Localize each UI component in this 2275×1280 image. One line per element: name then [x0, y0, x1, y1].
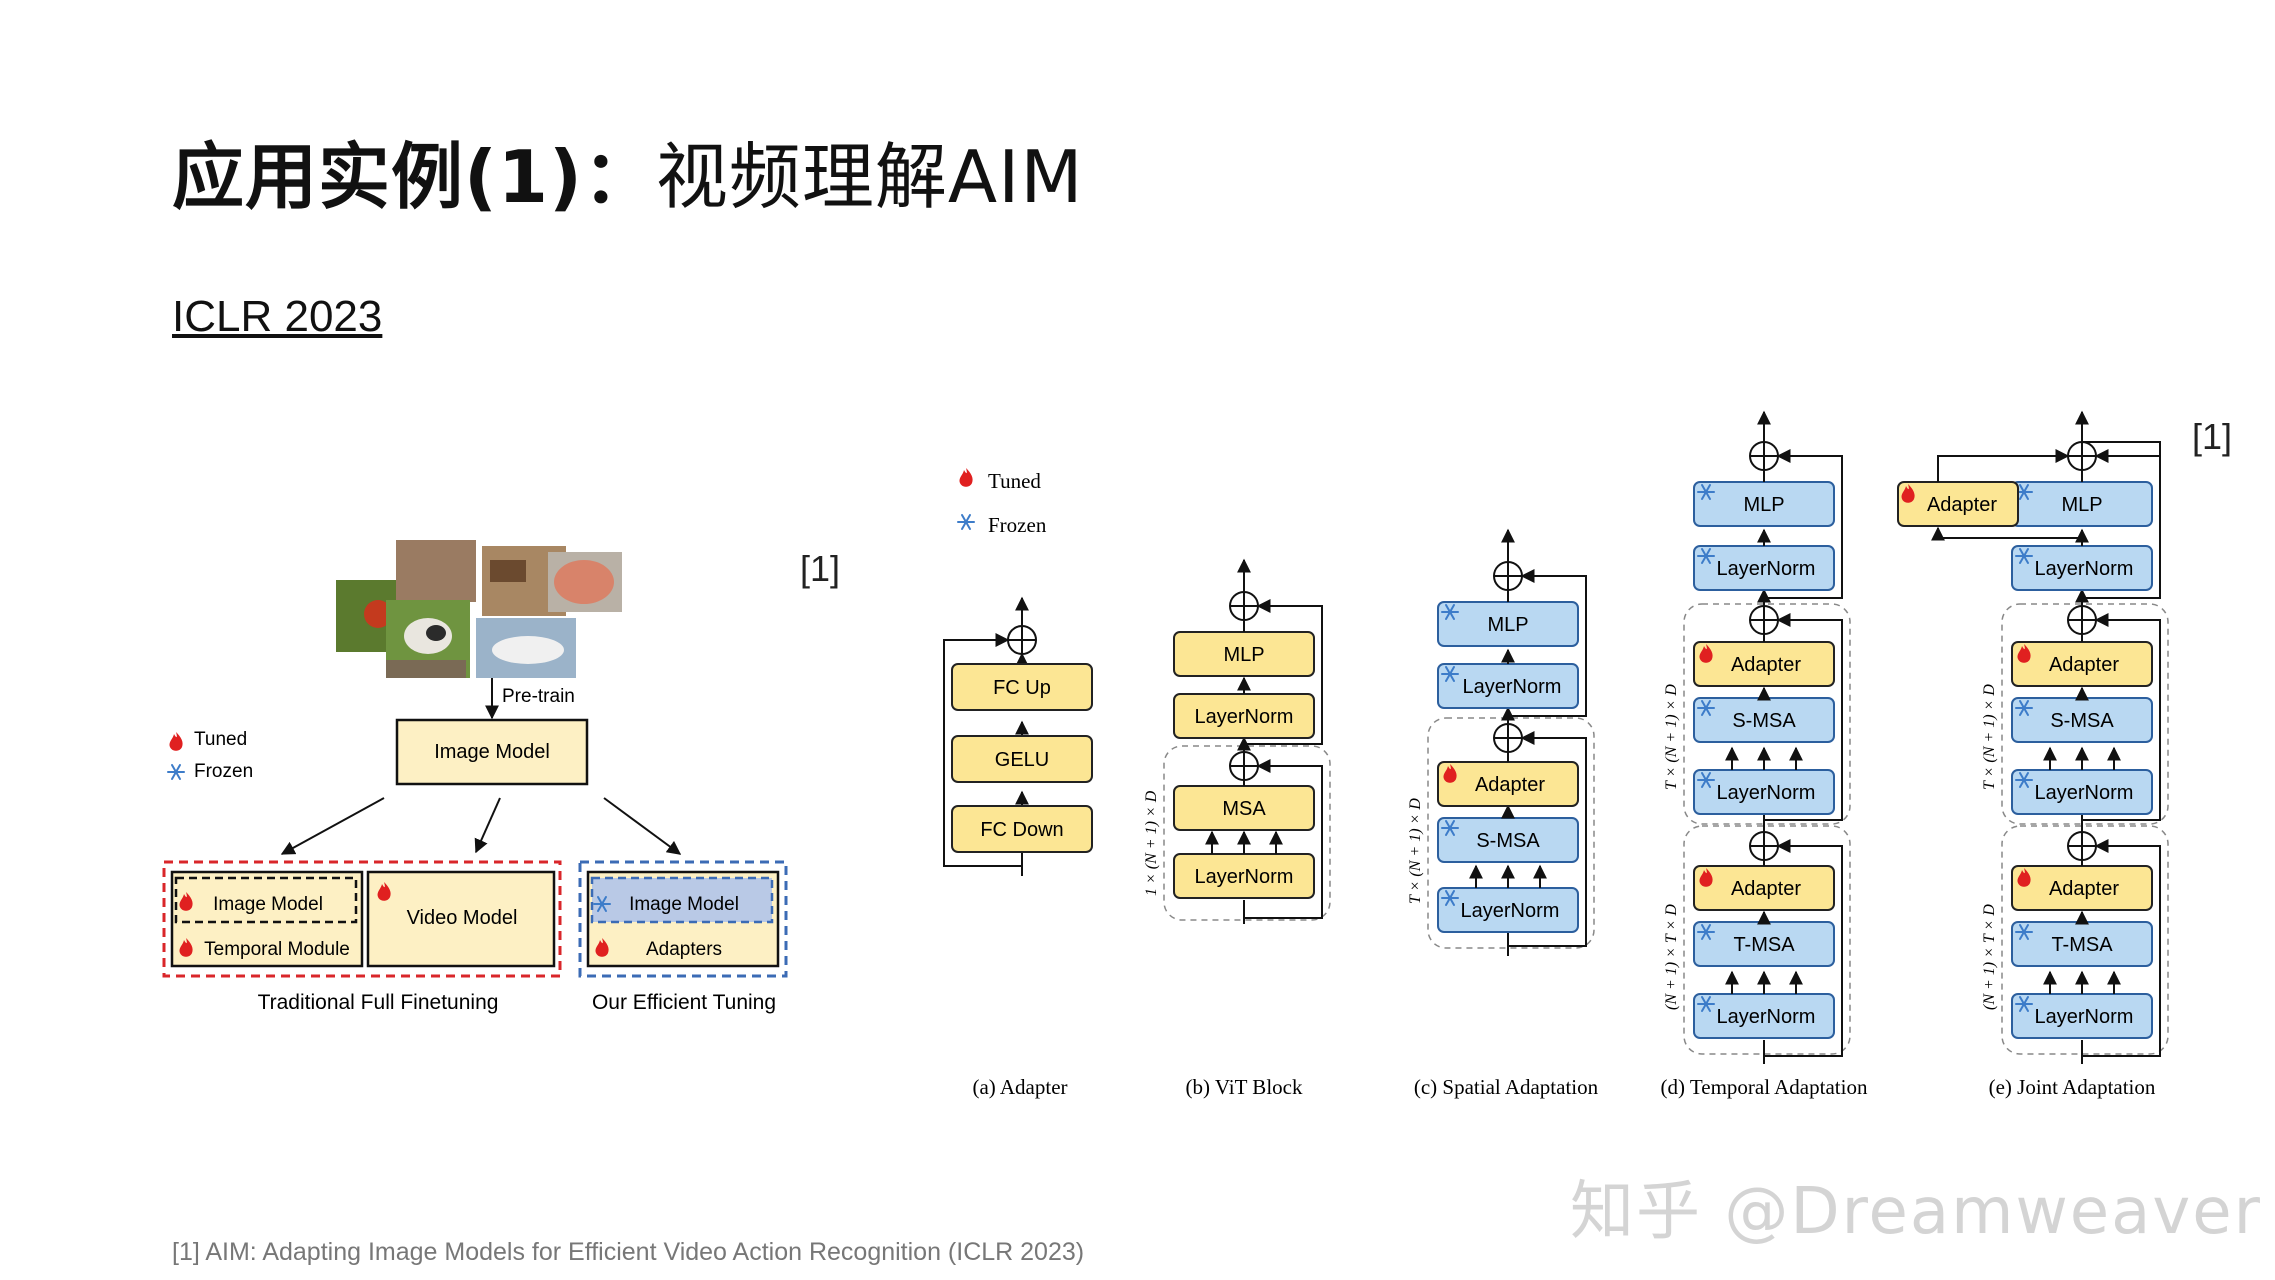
a-fc-up: FC Up [993, 677, 1051, 699]
d-adapter-mid: Adapter [1731, 654, 1801, 676]
c-side-label: T × (N + 1) × D [1407, 798, 1424, 904]
c-caption: (c) Spatial Adaptation [1414, 1075, 1599, 1099]
d-layernorm-low: LayerNorm [1717, 1006, 1816, 1028]
title-bold-part: 应用实例(1)： [172, 135, 656, 219]
panel-a-adapter: FC Up GELU FC Down (a) Adapter [943, 596, 1093, 1099]
left-legend-tuned: Tuned [194, 729, 247, 750]
pretrain-label: Pre-train [502, 686, 575, 707]
b-side-label: 1 × (N + 1) × D [1143, 790, 1160, 896]
a-fc-down: FC Down [980, 819, 1063, 841]
e-layernorm-low: LayerNorm [2035, 1006, 2134, 1028]
d-side-label-upper: T × (N + 1) × D [1663, 684, 1680, 790]
d-side-label-lower: (N + 1) × T × D [1663, 904, 1680, 1010]
slide-title: 应用实例(1)：视频理解AIM [172, 118, 1084, 223]
a-caption: (a) Adapter [972, 1075, 1067, 1099]
b-caption: (b) ViT Block [1186, 1075, 1303, 1099]
e-adapter-mid: Adapter [2049, 654, 2119, 676]
d-layernorm-mid: LayerNorm [1717, 782, 1816, 804]
video-model: Video Model [407, 907, 518, 929]
a-gelu: GELU [995, 749, 1049, 771]
e-side-label-upper: T × (N + 1) × D [1981, 684, 1998, 790]
right-figure: Tuned Frozen FC Up GELU FC Down (a) Adap… [943, 410, 2169, 1099]
e-side-label-lower: (N + 1) × T × D [1981, 904, 1998, 1010]
panel-e-joint: LayerNorm T-MSA Adapter LayerNorm S-MSA [1897, 410, 2169, 1099]
d-smsa: S-MSA [1732, 710, 1796, 732]
d-layernorm-top: LayerNorm [1717, 558, 1816, 580]
d-mlp: MLP [1743, 494, 1784, 516]
adapters-label: Adapters [646, 939, 722, 960]
traditional-finetuning-group [162, 860, 562, 978]
pretrained-image-model-label: Image Model [434, 741, 550, 763]
right-legend-tuned: Tuned [988, 469, 1041, 493]
panel-d-temporal: LayerNorm T-MSA Adapter LayerNorm S-MSA [1661, 410, 1868, 1099]
e-layernorm-top: LayerNorm [2035, 558, 2134, 580]
left-figure: Pre-train Tuned Frozen Image Model Image… [162, 540, 788, 1014]
efficient-image-model: Image Model [629, 894, 739, 915]
e-mlp: MLP [2061, 494, 2102, 516]
reference-mark-left: [1] [800, 548, 841, 589]
e-tmsa: T-MSA [2051, 934, 2113, 956]
e-layernorm-mid: LayerNorm [2035, 782, 2134, 804]
efficient-tuning-group [578, 860, 788, 978]
e-adapter-low: Adapter [2049, 878, 2119, 900]
traditional-image-model: Image Model [213, 894, 323, 915]
c-layernorm-top: LayerNorm [1463, 676, 1562, 698]
temporal-module: Temporal Module [204, 939, 350, 960]
c-adapter: Adapter [1475, 774, 1545, 796]
panel-c-spatial: LayerNorm S-MSA Adapter LayerNorm MLP [1407, 528, 1599, 1099]
b-msa: MSA [1222, 798, 1266, 820]
c-mlp: MLP [1487, 614, 1528, 636]
c-layernorm-bottom: LayerNorm [1461, 900, 1560, 922]
pretrained-image-model-box [395, 718, 589, 786]
e-caption: (e) Joint Adaptation [1989, 1075, 2156, 1099]
d-caption: (d) Temporal Adaptation [1661, 1075, 1868, 1099]
reference-mark-right: [1] [2192, 416, 2233, 457]
title-light-part: 视频理解AIM [655, 135, 1084, 219]
left-legend-frozen: Frozen [194, 761, 253, 782]
pretrain-image-collage [336, 540, 622, 678]
panel-b-vit-block: LayerNorm MSA LayerNorm MLP 1 × (N + 1) … [1143, 558, 1331, 1099]
d-adapter-low: Adapter [1731, 878, 1801, 900]
c-smsa: S-MSA [1476, 830, 1540, 852]
right-legend-frozen: Frozen [988, 513, 1047, 537]
b-layernorm-bottom: LayerNorm [1195, 866, 1294, 888]
b-mlp: MLP [1223, 644, 1264, 666]
e-smsa: S-MSA [2050, 710, 2114, 732]
footnote: [1] AIM: Adapting Image Models for Effic… [172, 1238, 1085, 1266]
efficient-caption: Our Efficient Tuning [592, 991, 776, 1014]
b-layernorm-top: LayerNorm [1195, 706, 1294, 728]
watermark: 知乎 @Dreamweaver [1570, 1175, 2262, 1249]
traditional-caption: Traditional Full Finetuning [258, 991, 499, 1014]
e-adapter-top: Adapter [1927, 494, 1997, 516]
venue-label: ICLR 2023 [172, 292, 383, 341]
d-tmsa: T-MSA [1733, 934, 1795, 956]
